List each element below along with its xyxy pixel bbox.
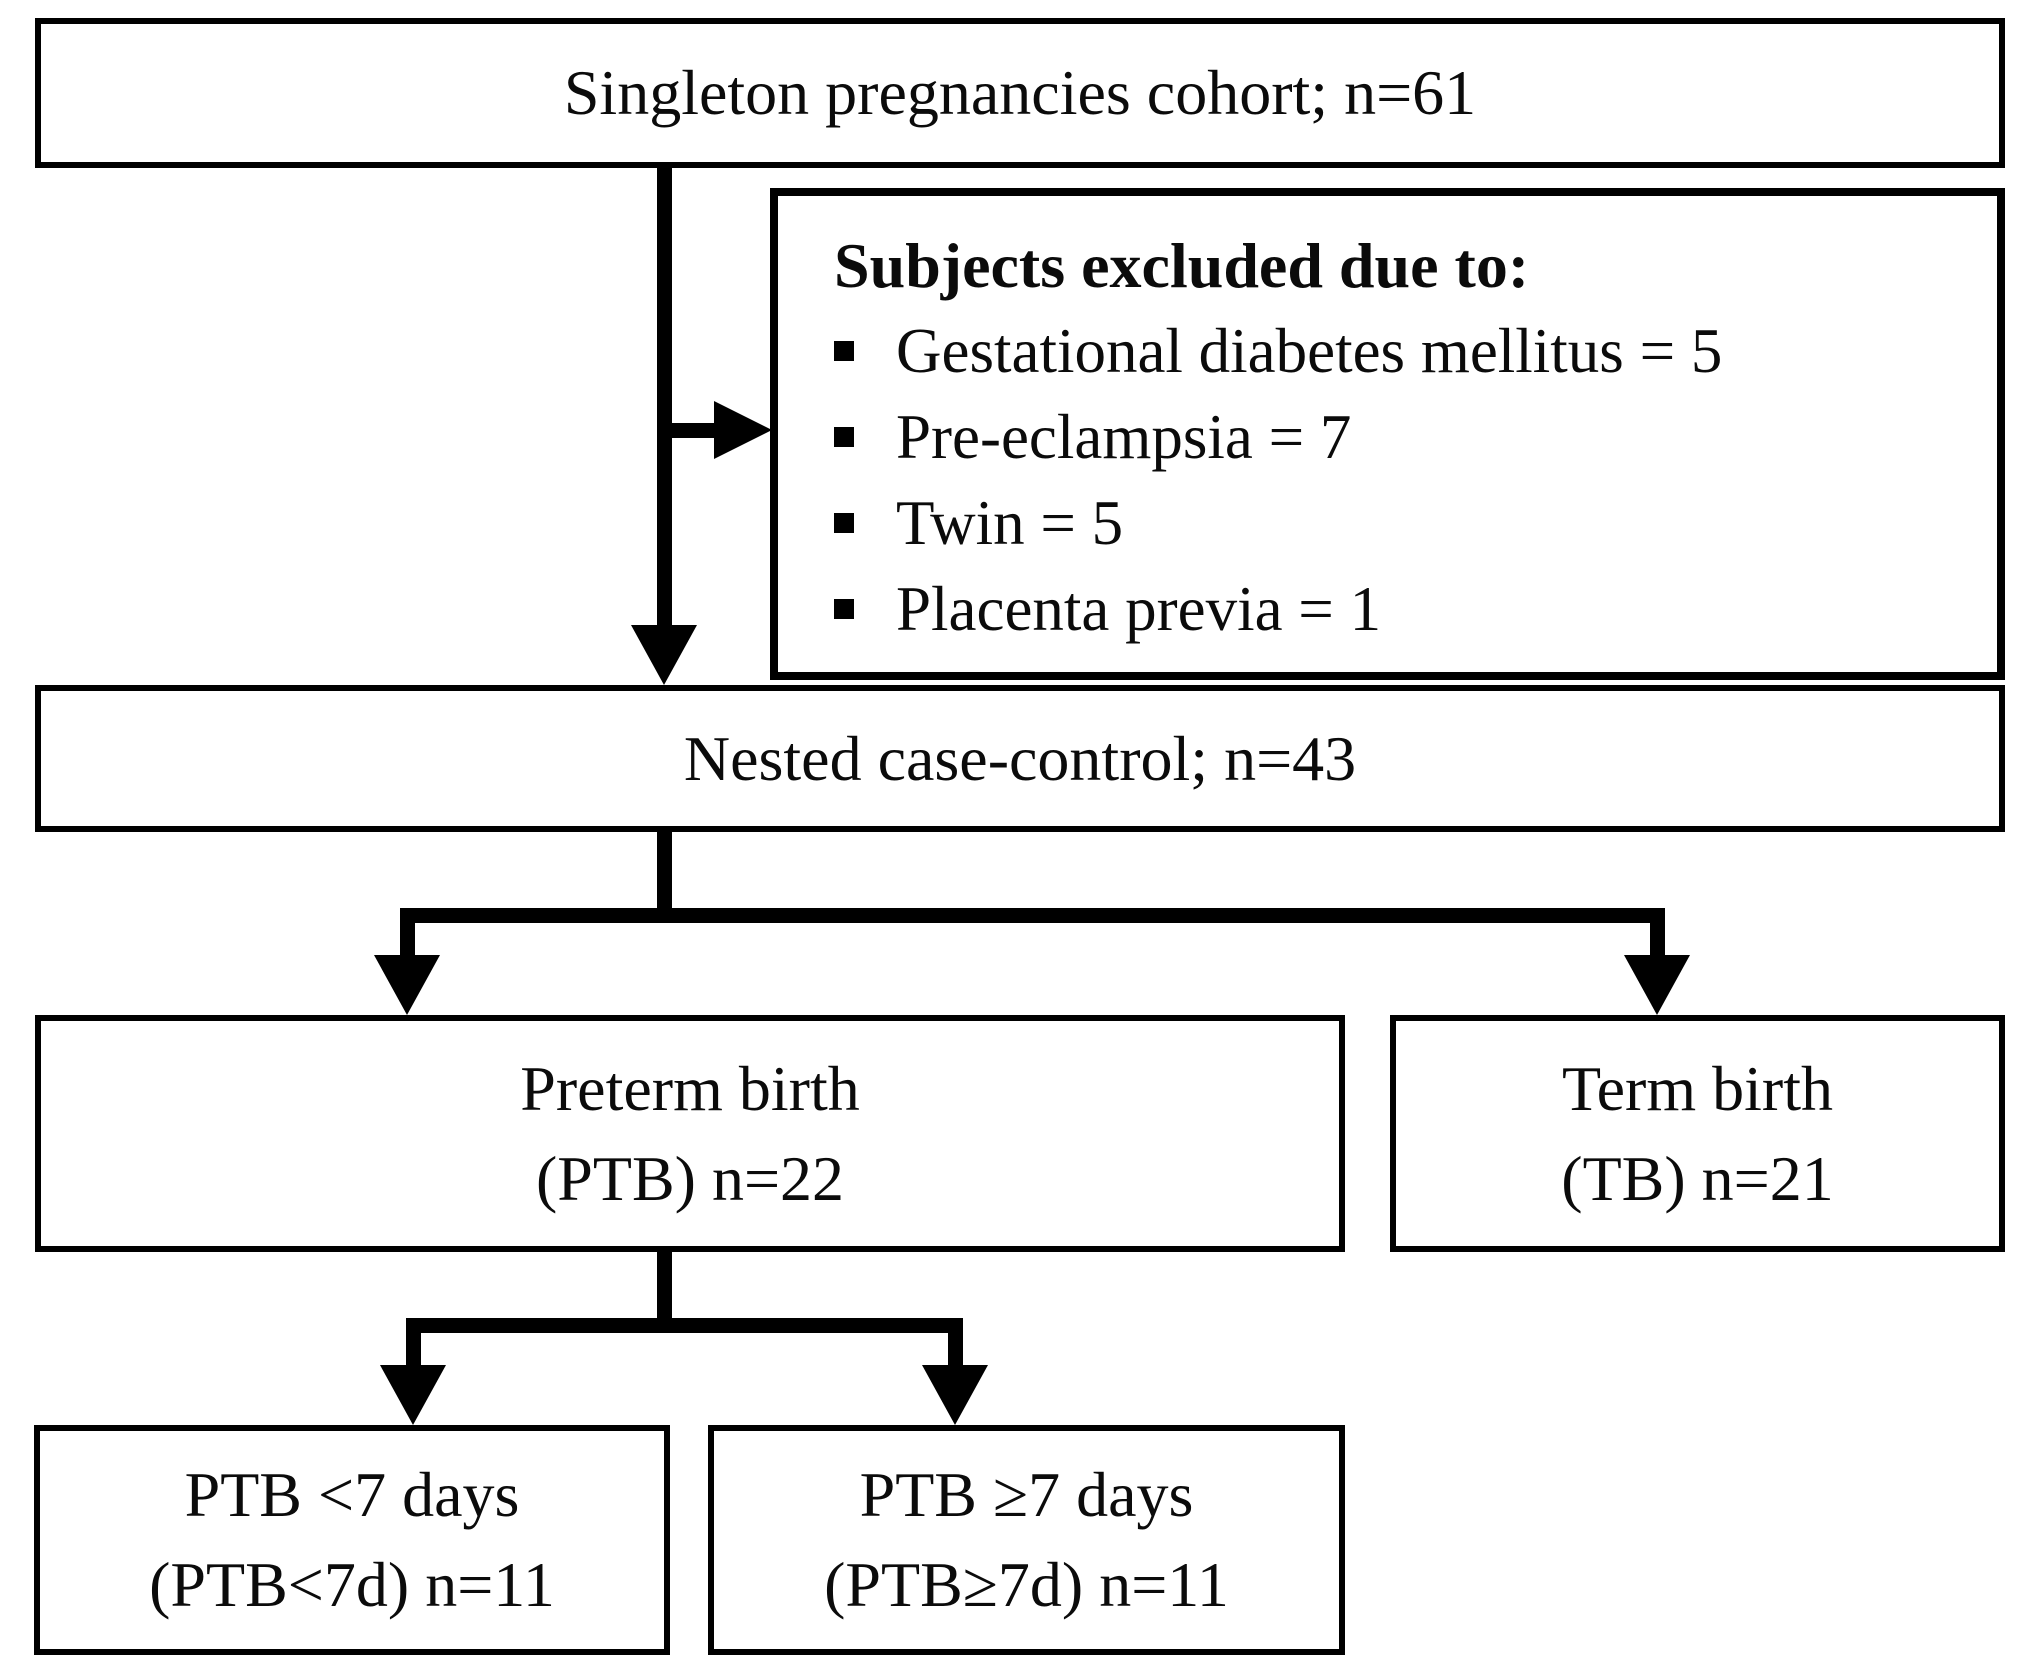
connector-cohort-to-nested — [657, 168, 672, 630]
arrow-down-icon — [374, 955, 440, 1015]
branch-bar-ptb-subgroups — [406, 1318, 963, 1333]
node-singleton-cohort: Singleton pregnancies cohort; n=61 — [35, 18, 2005, 168]
exclusion-item-label: Placenta previa = 1 — [896, 573, 1382, 644]
branch-drop-left — [400, 908, 415, 960]
bullet-square-icon — [834, 599, 854, 619]
bullet-square-icon — [834, 341, 854, 361]
exclusion-item: Twin = 5 — [834, 480, 1123, 566]
node-ptb-ge7d-line1: PTB ≥7 days — [859, 1459, 1194, 1530]
node-ptb-ge7d-line2: (PTB≥7d) n=11 — [824, 1549, 1229, 1620]
arrow-down-icon — [1624, 955, 1690, 1015]
node-term-birth-line2: (TB) n=21 — [1561, 1142, 1834, 1214]
arrow-down-icon — [380, 1365, 446, 1425]
node-preterm-birth-line1: Preterm birth — [520, 1052, 860, 1124]
node-preterm-birth-line2: (PTB) n=22 — [535, 1142, 845, 1214]
exclusion-item-label: Twin = 5 — [896, 487, 1124, 558]
exclusion-item: Pre-eclampsia = 7 — [834, 394, 1351, 480]
node-nested-case-control: Nested case-control; n=43 — [35, 685, 2005, 832]
node-term-birth-line1: Term birth — [1562, 1052, 1833, 1124]
exclusion-item-label: Pre-eclampsia = 7 — [896, 401, 1352, 472]
node-term-birth: Term birth (TB) n=21 — [1390, 1015, 2005, 1252]
node-ptb-lt7d-line2: (PTB<7d) n=11 — [149, 1549, 555, 1620]
connector-to-exclusions — [657, 423, 717, 438]
node-preterm-birth: Preterm birth (PTB) n=22 — [35, 1015, 1345, 1252]
connector-nested-to-branch — [657, 832, 672, 918]
exclusions-title: Subjects excluded due to: — [834, 230, 1530, 301]
node-nested-case-control-label: Nested case-control; n=43 — [683, 722, 1357, 794]
branch-bar-preterm-term — [400, 908, 1665, 923]
connector-preterm-to-branch — [657, 1252, 672, 1328]
branch-drop-right — [1650, 908, 1665, 960]
node-exclusions: Subjects excluded due to: Gestational di… — [770, 188, 2005, 680]
arrow-right-icon — [714, 401, 772, 459]
exclusion-item-label: Gestational diabetes mellitus = 5 — [896, 315, 1723, 386]
node-ptb-ge7d: PTB ≥7 days (PTB≥7d) n=11 — [708, 1425, 1345, 1655]
exclusion-item: Placenta previa = 1 — [834, 566, 1381, 652]
branch-drop-right — [948, 1318, 963, 1368]
exclusion-item: Gestational diabetes mellitus = 5 — [834, 308, 1722, 394]
bullet-square-icon — [834, 513, 854, 533]
bullet-square-icon — [834, 427, 854, 447]
arrow-down-icon — [922, 1365, 988, 1425]
arrow-down-icon — [631, 625, 697, 685]
node-singleton-cohort-label: Singleton pregnancies cohort; n=61 — [563, 57, 1477, 128]
node-ptb-lt7d: PTB <7 days (PTB<7d) n=11 — [34, 1425, 670, 1655]
branch-drop-left — [406, 1318, 421, 1368]
node-ptb-lt7d-line1: PTB <7 days — [184, 1459, 520, 1530]
